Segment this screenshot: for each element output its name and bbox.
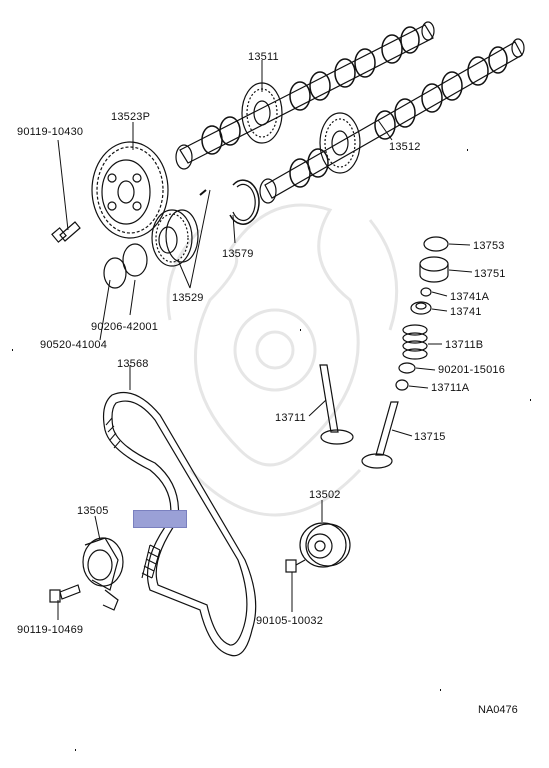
timing-belt-13568 — [102, 391, 257, 657]
label-90105-10032[interactable]: 90105-10032 — [256, 615, 324, 627]
leader-lines — [57, 60, 473, 620]
bolt-90105-10032 — [285, 559, 306, 573]
label-90201-15016[interactable]: 90201-15016 — [438, 364, 506, 376]
idler-13502 — [299, 522, 351, 568]
seal-90201-15016 — [398, 362, 416, 374]
timing-pulley-13523P — [91, 141, 169, 239]
tensioner-13505 — [82, 537, 124, 611]
label-13753[interactable]: 13753 — [473, 240, 505, 252]
label-13568[interactable]: 13568 — [117, 358, 149, 370]
valve-spring-13711B — [402, 324, 428, 360]
scan-specks — [12, 149, 531, 751]
label-13751[interactable]: 13751 — [474, 268, 506, 280]
label-13741[interactable]: 13741 — [450, 306, 482, 318]
valve-train-stack — [395, 236, 449, 391]
label-13711B[interactable]: 13711B — [445, 339, 484, 351]
label-13512[interactable]: 13512 — [389, 141, 421, 153]
valve-13715 — [375, 401, 399, 456]
label-13502[interactable]: 13502 — [309, 489, 341, 501]
label-13505[interactable]: 13505 — [77, 505, 109, 517]
valve-13711 — [319, 364, 339, 433]
bolt-90119-10430 — [51, 221, 81, 243]
ring-90206-42001 — [122, 243, 148, 277]
camshaft-13512 — [259, 38, 525, 204]
watermark-emblem — [166, 203, 399, 517]
bolt-90119-10469 — [49, 584, 81, 603]
label-90206-42001[interactable]: 90206-42001 — [91, 321, 159, 333]
label-13715[interactable]: 13715 — [414, 431, 446, 443]
lifter-13751 — [419, 264, 449, 283]
diagram-code: NA0476 — [478, 704, 518, 716]
snap-ring-13579 — [229, 179, 260, 225]
label-13511[interactable]: 13511 — [248, 51, 279, 63]
label-90119-10469[interactable]: 90119-10469 — [17, 624, 84, 636]
label-13579[interactable]: 13579 — [222, 248, 254, 260]
shim-13753 — [423, 236, 449, 252]
gear-13529 — [151, 209, 199, 267]
tension-spring — [141, 544, 161, 579]
retainer-13741 — [410, 301, 432, 315]
label-13529[interactable]: 13529 — [172, 292, 204, 304]
label-90119-10430[interactable]: 90119-10430 — [17, 126, 84, 138]
label-13711A[interactable]: 13711A — [431, 382, 470, 394]
label-13741A[interactable]: 13741A — [450, 291, 490, 303]
label-13523P[interactable]: 13523P — [111, 111, 151, 123]
ring-90520-41004 — [103, 257, 127, 289]
keeper-13741A — [420, 287, 432, 297]
seat-13711A — [395, 379, 409, 391]
label-90520-41004[interactable]: 90520-41004 — [40, 339, 108, 351]
highlighted-part-marker[interactable] — [133, 510, 187, 528]
label-13711[interactable]: 13711 — [275, 412, 306, 424]
